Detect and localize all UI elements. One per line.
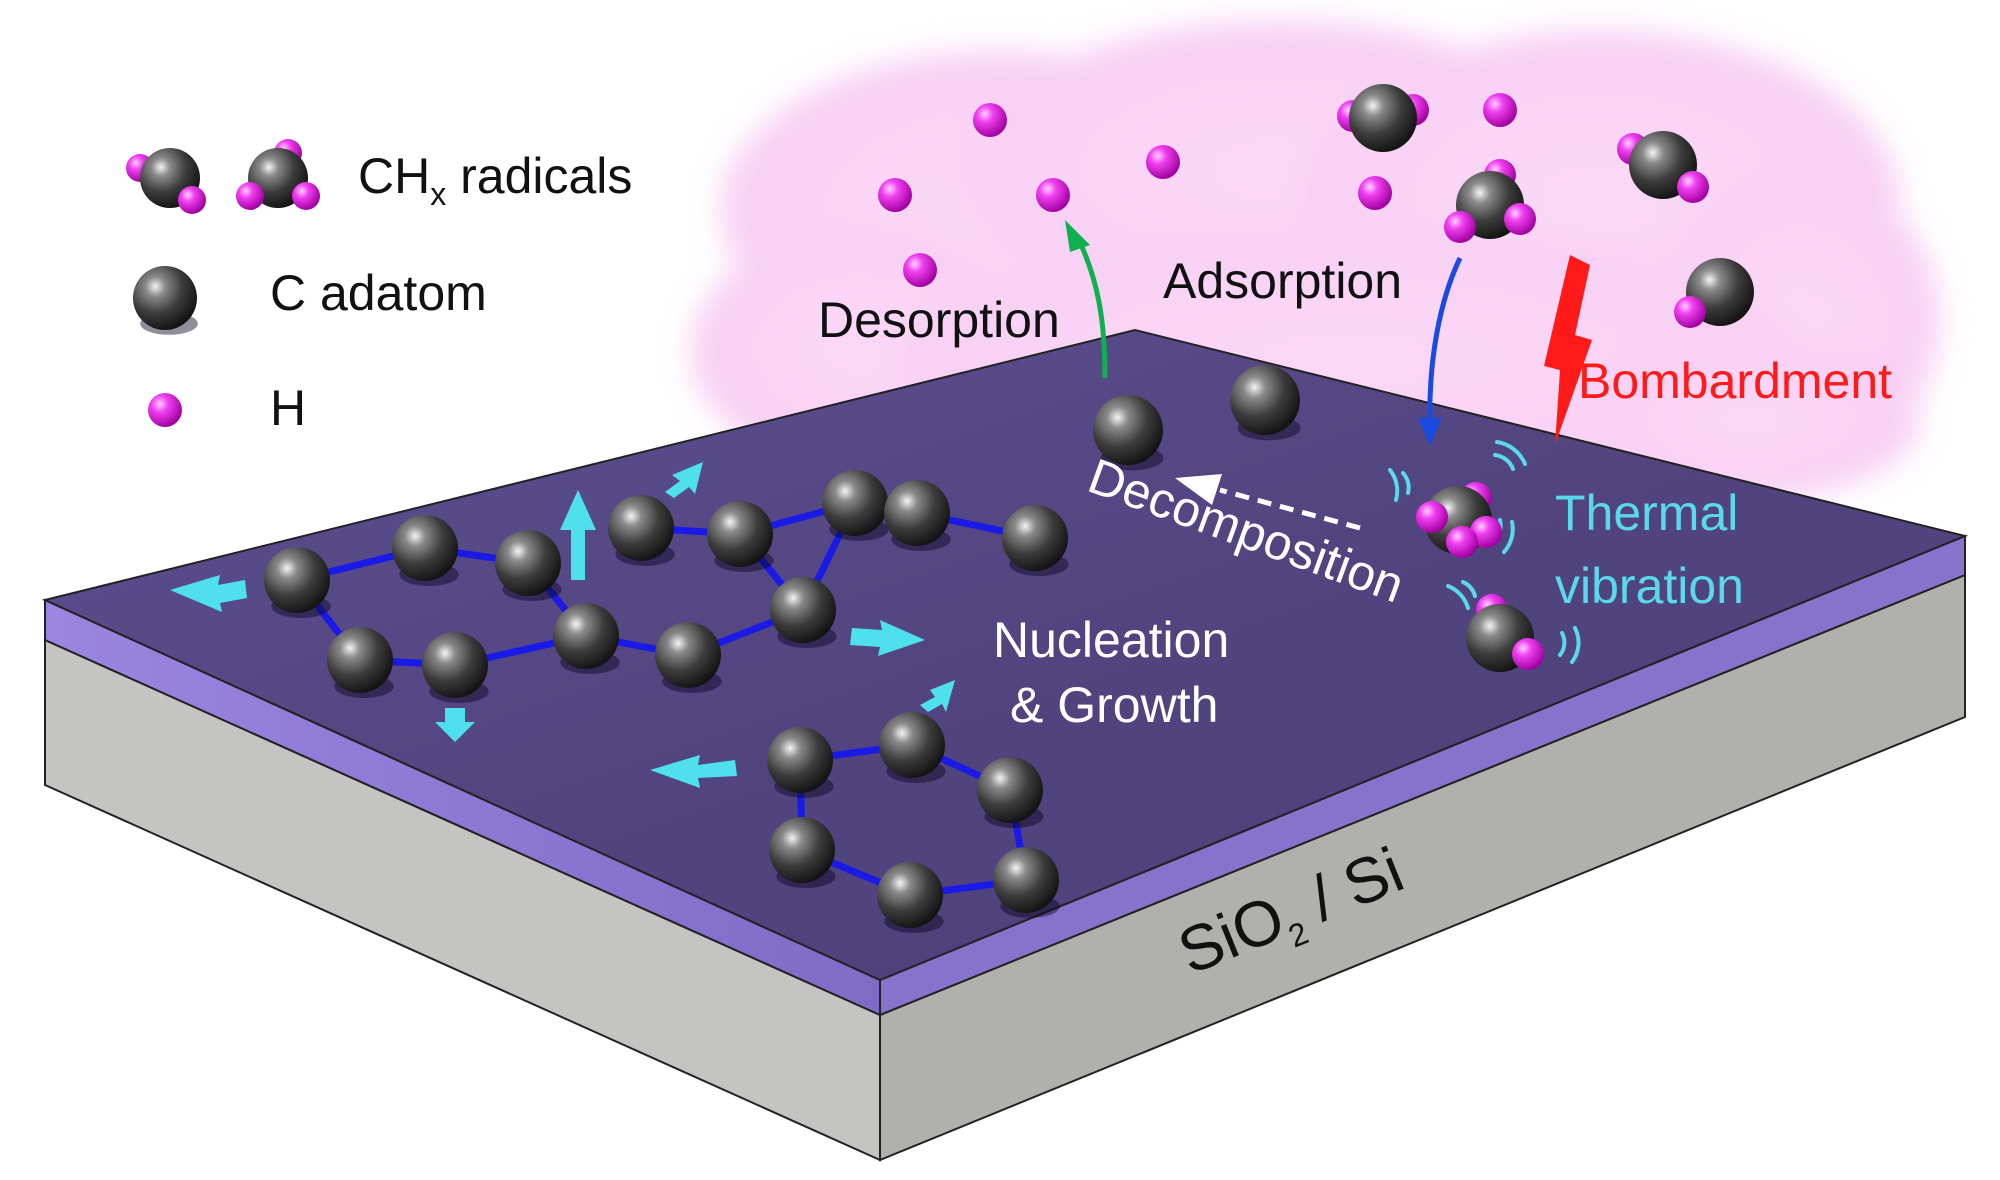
legend-adatom-label: C adatom [270,265,487,321]
carbon-atom-icon [769,817,835,883]
hydrogen-atom-icon [1416,501,1448,533]
carbon-atom-icon [707,501,773,567]
hydrogen-atom-icon [1036,178,1070,212]
carbon-atom-icon [1230,365,1300,435]
carbon-atom-icon [264,547,330,613]
adsorption-label: Adsorption [1163,253,1402,309]
hydrogen-atom-icon [292,182,320,210]
hydrogen-atom-icon [1677,171,1709,203]
hydrogen-atom-icon [1483,93,1517,127]
carbon-atom-icon [877,862,943,928]
hydrogen-atom-icon [236,182,264,210]
desorption-label: Desorption [818,292,1060,348]
hydrogen-atom-icon [1444,211,1476,243]
carbon-atom-icon [608,495,674,561]
hydrogen-atom-icon [148,393,182,427]
hydrogen-atom-icon [878,178,912,212]
carbon-atom-icon [884,480,950,546]
carbon-atom-icon [767,727,833,793]
carbon-atom-icon [977,757,1043,823]
carbon-atom-icon [133,266,197,330]
carbon-atom-icon [770,577,836,643]
carbon-atom-icon [422,632,488,698]
hydrogen-atom-icon [178,186,206,214]
hydrogen-atom-icon [1504,203,1536,235]
carbon-atom-icon [1002,505,1068,571]
nucleation-label-2: & Growth [1010,677,1218,733]
hydrogen-atom-icon [1674,296,1706,328]
hydrogen-atom-icon [903,253,937,287]
carbon-atom-icon [495,530,561,596]
bombardment-label: Bombardment [1578,353,1892,409]
carbon-atom-icon [879,712,945,778]
hydrogen-atom-icon [1358,176,1392,210]
legend: CHx radicals C adatom H [126,139,632,436]
carbon-atom-icon [1349,84,1417,152]
legend-hydrogen-label: H [270,380,306,436]
carbon-atom-icon [822,470,888,536]
nucleation-label-1: Nucleation [993,612,1229,668]
hydrogen-atom-icon [1512,638,1544,670]
carbon-atom-icon [553,603,619,669]
hydrogen-atom-icon [1446,526,1478,558]
carbon-atom-icon [655,622,721,688]
hydrogen-atom-icon [973,103,1007,137]
legend-radicals-label: CHx radicals [358,148,632,212]
carbon-atom-icon [993,847,1059,913]
carbon-atom-icon [392,515,458,581]
thermal-vibration-label-2: vibration [1555,558,1744,614]
carbon-atom-icon [327,627,393,693]
hydrogen-atom-icon [1146,145,1180,179]
thermal-vibration-label-1: Thermal [1555,485,1738,541]
